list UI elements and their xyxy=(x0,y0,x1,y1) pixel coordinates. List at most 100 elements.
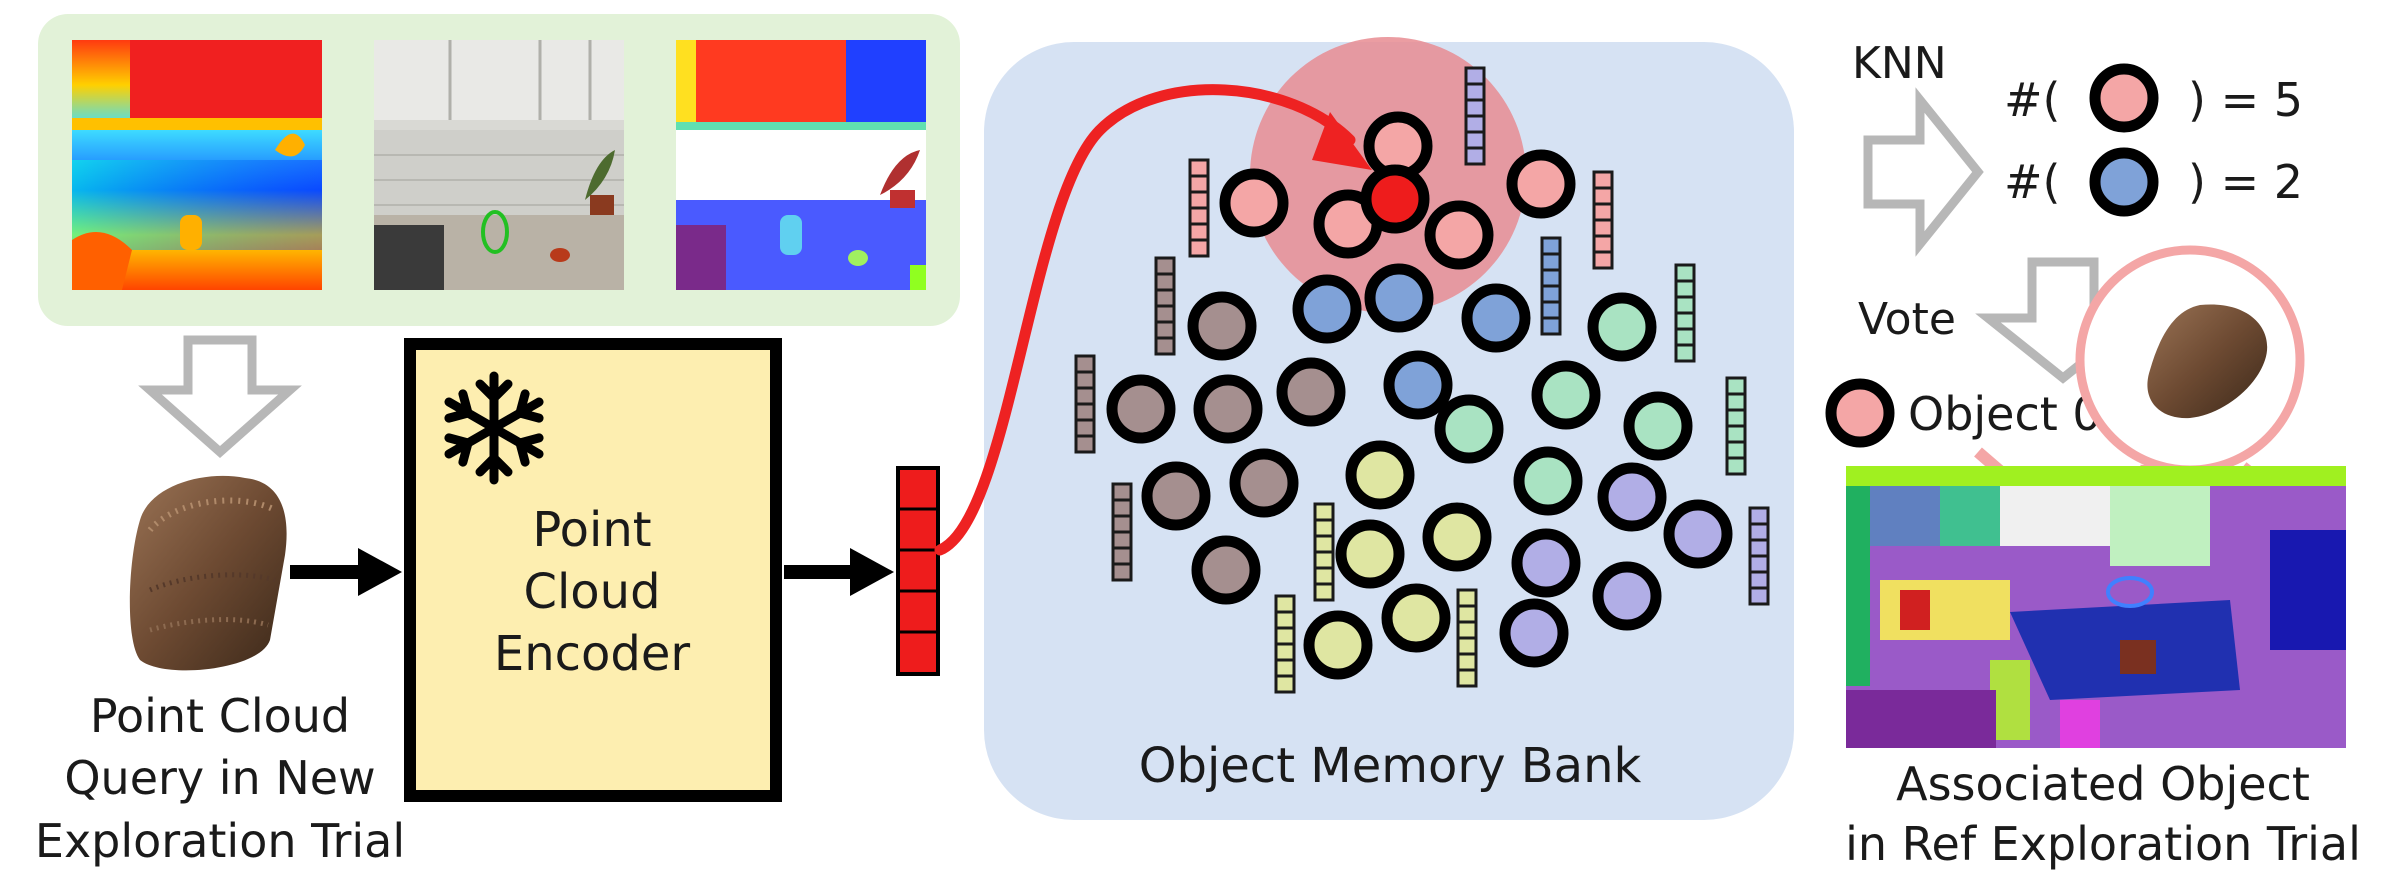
knn-count-prefix: #( xyxy=(2004,73,2061,127)
feature-cell-brown xyxy=(1074,386,1096,406)
embedding-yellow xyxy=(1345,440,1415,510)
feature-cell-green xyxy=(1674,327,1696,347)
knn-count-circle-pink xyxy=(2089,63,2159,133)
bread-point-cloud xyxy=(129,475,287,671)
embedding-green xyxy=(1434,394,1504,464)
feature-cell-yellow xyxy=(1313,550,1335,570)
feature-cell-yellow xyxy=(1313,566,1335,586)
embedding-brown xyxy=(1191,535,1261,605)
input-views-panel xyxy=(38,14,960,326)
feature-cell-query xyxy=(1464,146,1486,166)
feature-cell-yellow xyxy=(1274,626,1296,646)
feature-cell-pink xyxy=(1188,206,1210,226)
embedding-query xyxy=(1360,164,1430,234)
feature-cell-purple xyxy=(1748,522,1770,542)
feature-cell-brown xyxy=(1074,370,1096,390)
feature-cell-brown xyxy=(1074,402,1096,422)
embedding-purple xyxy=(1511,528,1581,598)
feature-cell-green xyxy=(1674,295,1696,315)
feature-cell-brown xyxy=(1154,304,1176,324)
embedding-purple xyxy=(1597,462,1667,532)
feature-cell-yellow xyxy=(1274,594,1296,614)
feature-cell-brown xyxy=(1111,546,1133,566)
feature-cell-green xyxy=(1725,392,1747,412)
feature-cell-green xyxy=(1725,440,1747,460)
embedding-yellow xyxy=(1381,583,1451,653)
feature-cell-pink xyxy=(1188,190,1210,210)
knn-label: KNN xyxy=(1852,38,1947,89)
feature-cell-green xyxy=(1725,408,1747,428)
embedding-brown xyxy=(1187,291,1257,361)
feature-cell-brown xyxy=(1074,434,1096,454)
memory-bank-embeddings xyxy=(1106,111,1733,680)
feature-cell-pink xyxy=(1188,222,1210,242)
embedding-brown xyxy=(1229,448,1299,518)
encoder-label-line-3: Encoder xyxy=(494,626,691,682)
feature-cell-pink xyxy=(1188,238,1210,258)
embedding-blue xyxy=(1383,350,1453,420)
semantic-segmentation-image xyxy=(676,40,926,290)
feature-cell-pink xyxy=(1592,186,1614,206)
feature-cell-purple xyxy=(1748,570,1770,590)
feature-cell-pink xyxy=(1592,202,1614,222)
feature-cell-brown xyxy=(1154,272,1176,292)
embedding-brown xyxy=(1276,357,1346,427)
embedding-purple xyxy=(1663,499,1733,569)
encoder-label-line-1: Point xyxy=(532,502,651,558)
feature-cell-green xyxy=(1674,279,1696,299)
feature-cell-green xyxy=(1674,263,1696,283)
feature-cell-query xyxy=(1464,114,1486,134)
query-feature-vector xyxy=(896,466,940,676)
embedding-brown xyxy=(1106,374,1176,444)
feature-cell-yellow xyxy=(1313,534,1335,554)
embedding-blue xyxy=(1461,283,1531,353)
feature-cell-brown xyxy=(1074,354,1096,374)
feature-cell-brown xyxy=(1111,514,1133,534)
encoder-label-line-2: Cloud xyxy=(523,564,660,620)
feature-cell-pink xyxy=(1592,218,1614,238)
knn-count-prefix: #( xyxy=(2004,155,2061,209)
feature-cell-query xyxy=(1464,98,1486,118)
embedding-yellow xyxy=(1335,519,1405,589)
embedding-green xyxy=(1623,391,1693,461)
feature-cell-brown xyxy=(1154,336,1176,356)
embedding-pink xyxy=(1219,168,1289,238)
feature-cell-blue xyxy=(1540,316,1562,336)
embedding-purple xyxy=(1499,598,1569,668)
knn-count-suffix: ) = 2 xyxy=(2188,155,2303,209)
embedding-green xyxy=(1531,360,1601,430)
feature-cell-yellow xyxy=(1274,610,1296,630)
embedding-yellow xyxy=(1303,610,1373,680)
feature-cell-blue xyxy=(1540,284,1562,304)
feature-cell-yellow xyxy=(1313,582,1335,602)
reference-scene-image xyxy=(1846,466,2346,748)
feature-cell-query xyxy=(1464,130,1486,150)
vote-result-label: Object 0 xyxy=(1908,387,2102,441)
feature-cell-pink xyxy=(1188,174,1210,194)
embedding-blue xyxy=(1364,263,1434,333)
feature-cell-pink xyxy=(1592,170,1614,190)
rgb-image xyxy=(374,40,624,290)
feature-cell-green xyxy=(1725,456,1747,476)
feature-cell-green xyxy=(1674,311,1696,331)
query-label-line-1: Point Cloud xyxy=(90,689,350,743)
feature-cell-brown xyxy=(1111,482,1133,502)
feature-cell-pink xyxy=(1592,250,1614,270)
feature-cell-query xyxy=(1464,82,1486,102)
embedding-green xyxy=(1513,446,1583,516)
feature-cell-yellow xyxy=(1456,668,1478,688)
vote-result-circle xyxy=(1825,378,1895,448)
query-to-bank-arrow xyxy=(934,84,1372,556)
feature-cell-query xyxy=(1464,66,1486,86)
feature-cell-brown xyxy=(1154,256,1176,276)
feature-cell-purple xyxy=(1748,586,1770,606)
feature-cell-yellow xyxy=(1274,658,1296,678)
knn-count-row-pink: #( ) = 5 xyxy=(2004,63,2303,133)
feature-cell-purple xyxy=(1748,554,1770,574)
depth-map-image xyxy=(72,40,322,290)
feature-cell-yellow xyxy=(1456,620,1478,640)
feature-cell-yellow xyxy=(1456,604,1478,624)
snowflake-icon xyxy=(442,371,546,480)
arrow-to-encoder xyxy=(290,548,402,596)
vote-result: Object 0 xyxy=(1825,378,2102,448)
